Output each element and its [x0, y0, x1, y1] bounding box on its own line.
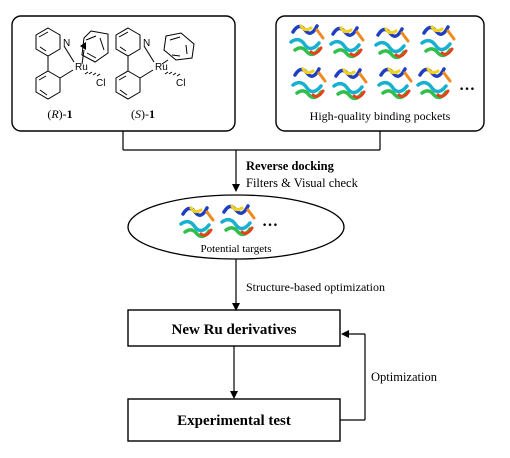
structure-optimization-label: Structure-based optimization — [246, 280, 385, 294]
derivatives-label: New Ru derivatives — [172, 322, 297, 338]
compounds-box: N Ru Cl N Ru Cl (R)-1 (S)-1 — [11, 15, 236, 132]
nitrogen-atom-s: N — [143, 38, 150, 49]
pockets-caption: High-quality binding pockets — [310, 109, 451, 123]
protein-structure — [179, 206, 215, 239]
protein-structure — [291, 67, 327, 100]
protein-structure — [220, 204, 256, 237]
merge-connector — [122, 131, 381, 192]
targets-ellipse: … Potential targets — [127, 194, 345, 260]
nitrogen-atom-r: N — [63, 38, 70, 49]
targets-ellipsis: … — [262, 213, 278, 230]
protein-structure — [289, 24, 325, 57]
targets-caption: Potential targets — [201, 243, 272, 255]
compound-s-structure — [115, 27, 195, 100]
ruthenium-atom-s: Ru — [155, 62, 168, 73]
derivatives-box: New Ru derivatives — [127, 309, 341, 347]
test-label: Experimental test — [177, 413, 291, 429]
protein-structure — [329, 26, 365, 59]
test-box: Experimental test — [127, 398, 341, 442]
chlorine-atom-r: Cl — [96, 78, 105, 89]
protein-structure — [420, 25, 456, 58]
reverse-docking-label: Reverse docking — [246, 159, 335, 173]
compound-r-structure — [35, 27, 109, 100]
compound-r-label: (R)-1 — [47, 107, 72, 121]
protein-structure — [332, 68, 368, 101]
protein-structure — [416, 67, 452, 100]
optimization-loop-label: Optimization — [371, 370, 438, 384]
protein-structure — [377, 67, 413, 100]
compound-s-label: (S)-1 — [131, 107, 155, 121]
ruthenium-atom-r: Ru — [75, 62, 88, 73]
protein-structure — [374, 27, 410, 60]
pockets-box: … High-quality binding pockets — [275, 15, 485, 132]
filters-label: Filters & Visual check — [246, 176, 359, 190]
feedback-loop — [340, 330, 366, 421]
chlorine-atom-s: Cl — [176, 78, 185, 89]
pockets-ellipsis: … — [459, 77, 475, 94]
